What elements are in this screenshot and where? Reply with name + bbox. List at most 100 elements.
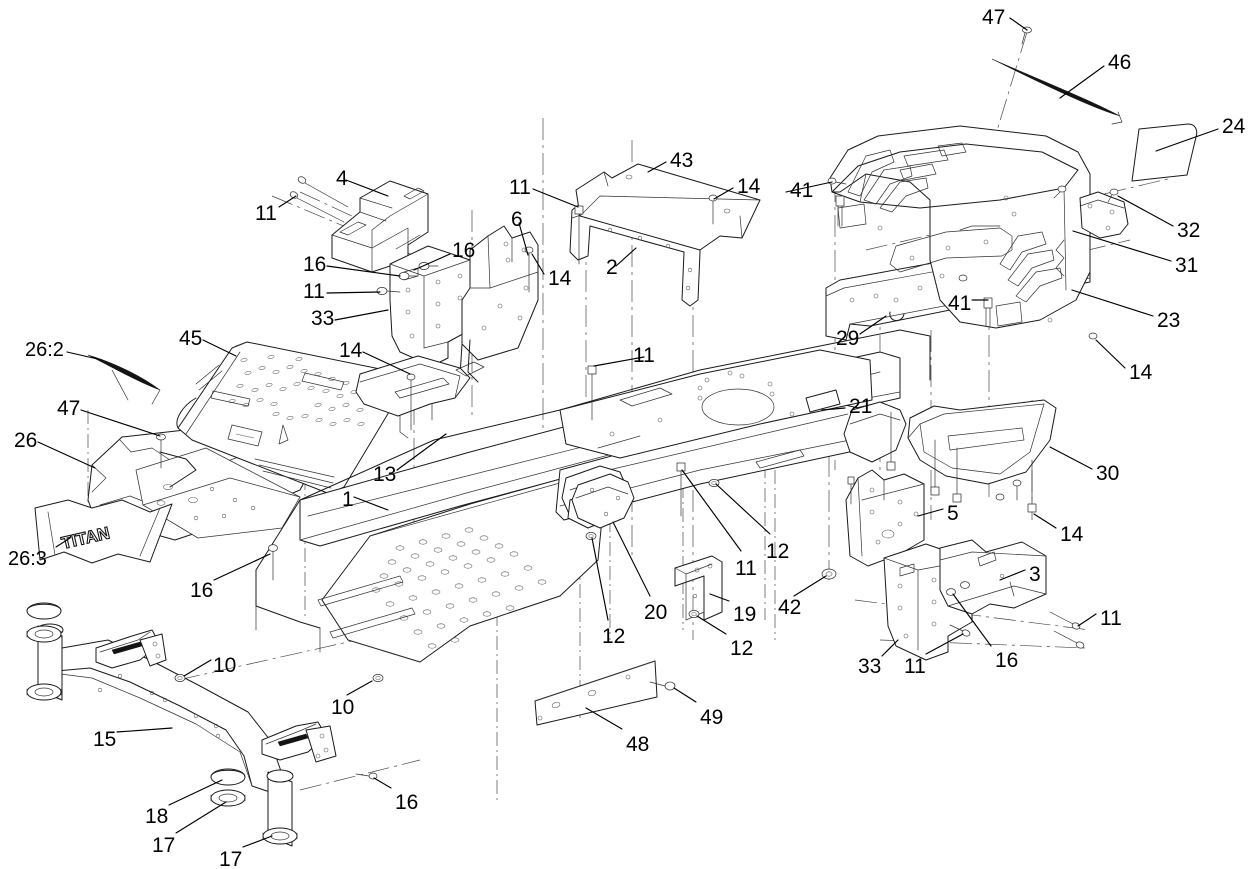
leader-lines: [37, 17, 1219, 848]
part-46-trim-molding-strip: [991, 58, 1123, 125]
fastener-14-vert-a: [406, 373, 416, 431]
part-45-footplate: [176, 341, 408, 495]
part-48-flat-bar-plate: [534, 660, 658, 726]
callout-label-12: 12: [730, 637, 754, 660]
callout-label-45: 45: [179, 327, 203, 350]
callout-label-42: 42: [778, 596, 802, 619]
callout-label-26: 26: [14, 429, 38, 452]
fastener-10-b: [372, 674, 384, 682]
fastener-16-right-a: [946, 588, 956, 596]
callout-label-16: 16: [190, 579, 214, 602]
fastener-14-right2: [1027, 459, 1037, 513]
part-17-caster-bearing-left-lower: [26, 683, 62, 701]
fastener-11-right-a: [1049, 611, 1081, 630]
callout-label-49: 49: [700, 706, 724, 729]
callout-label-29: 29: [836, 327, 860, 350]
callout-label-11: 11: [255, 202, 277, 225]
fastener-16-axle: [355, 772, 378, 780]
callout-label-11: 11: [1100, 607, 1122, 630]
part-23-engine-shroud: [829, 125, 1091, 329]
callout-label-11: 11: [904, 655, 926, 678]
callout-label-14: 14: [1129, 361, 1153, 384]
callout-label-16: 16: [452, 239, 476, 262]
fastener-41-d: [958, 274, 968, 282]
callout-label-30: 30: [1096, 462, 1120, 485]
callout-label-26-2: 26:2: [25, 339, 64, 361]
callout-label-33: 33: [311, 307, 335, 330]
part-1-main-frame: [255, 329, 931, 663]
fastener-11-vert-b: [587, 365, 597, 421]
callout-label-21: 21: [849, 395, 873, 418]
callout-label-6: 6: [511, 208, 523, 231]
fastener-11-vert-c: [676, 462, 686, 517]
part-17-caster-bearing-right-lower: [262, 827, 298, 845]
fastener-11-vert-a: [574, 205, 584, 265]
callout-label-31: 31: [1175, 254, 1199, 277]
fastener-14-right: [1088, 332, 1098, 340]
callout-label-46: 46: [1108, 51, 1132, 74]
part-4-battery-tray: [331, 180, 429, 273]
fastener-14-row: [886, 411, 962, 503]
callout-label-16: 16: [995, 649, 1019, 672]
callout-label-14: 14: [737, 175, 761, 198]
fastener-41-b: [835, 195, 845, 227]
callout-label-23: 23: [1157, 309, 1181, 332]
fastener-16-right-b: [960, 581, 970, 589]
part-5-right-support-bracket: [845, 469, 925, 567]
part-17-caster-bearing-left-upper: [26, 625, 62, 643]
part-19-mounting-bracket: [674, 555, 723, 621]
part-21-pad: [805, 389, 841, 413]
part-43-upper-deck-cover: [575, 163, 761, 251]
part-6-left-panel-bracket: [459, 225, 539, 383]
callout-label-14: 14: [1060, 523, 1084, 546]
callout-label-11: 11: [303, 280, 325, 303]
callout-label-10: 10: [331, 696, 355, 719]
callout-label-16: 16: [395, 791, 419, 814]
callout-label-33: 33: [858, 655, 882, 678]
fastener-11-c: [376, 287, 401, 295]
callout-label-10: 10: [213, 654, 237, 677]
fasteners: [156, 26, 1119, 780]
callout-label-14: 14: [548, 267, 572, 290]
callout-label-2: 2: [606, 256, 618, 279]
callout-label-43: 43: [670, 149, 694, 172]
callout-label-48: 48: [626, 733, 650, 756]
callout-label-12: 12: [602, 625, 626, 648]
fastener-16-a: [398, 272, 419, 280]
callout-label-15: 15: [93, 728, 117, 751]
fastener-32: [1107, 188, 1119, 203]
callout-label-17: 17: [152, 834, 176, 857]
part-15-front-axle-beam: [36, 623, 337, 847]
fastener-11-a: [297, 176, 349, 208]
callout-label-41: 41: [790, 179, 814, 202]
callout-label-18: 18: [145, 805, 169, 828]
callout-label-11: 11: [633, 344, 655, 367]
callout-label-5: 5: [947, 502, 959, 525]
part-13-footrest-support-rail: [355, 355, 485, 439]
fastener-49: [649, 681, 676, 691]
part-17-caster-bearing-right-upper: [210, 789, 246, 807]
callout-label-13: 13: [373, 463, 397, 486]
fastener-10-a: [174, 674, 186, 682]
callout-label-16: 16: [303, 253, 327, 276]
part-26_3-titan-decal: TITAN: [34, 499, 173, 564]
fastener-14-vert-c: [708, 194, 718, 225]
part-33-left-gusset-bracket: [389, 245, 471, 367]
fastener-11-gusset-right: [949, 624, 971, 637]
callout-label-3: 3: [1029, 563, 1041, 586]
part-31-shroud-hinge-bracket: [1079, 191, 1129, 239]
callout-label-41: 41: [948, 292, 972, 315]
fastener-31-bolt: [1053, 185, 1067, 199]
part-18-caster-dust-cap-left: [26, 602, 62, 620]
callout-label-17: 17: [219, 848, 243, 869]
callout-label-20: 20: [644, 601, 668, 624]
fastener-16-left-lower: [268, 544, 278, 581]
fastener-pins-deck: [847, 476, 1022, 505]
callout-label-26-3: 26:3: [8, 548, 47, 570]
callout-label-4: 4: [336, 167, 348, 190]
part-24-access-panel-decal: [1131, 123, 1198, 182]
callout-label-11: 11: [509, 176, 531, 199]
part-30-rear-deflector-shield: [907, 399, 1057, 485]
callout-label-19: 19: [733, 603, 757, 626]
